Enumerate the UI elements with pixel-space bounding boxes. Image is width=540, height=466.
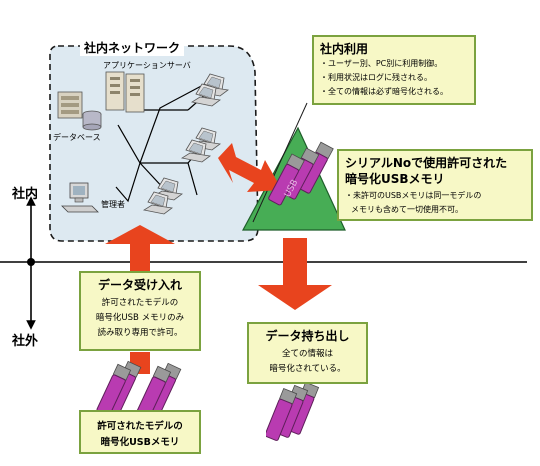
callout-pointer-line [252,102,308,223]
data-in-line: 許可されたモデルの [101,298,179,308]
admin-pc-icon [61,182,99,213]
permitted-model-callout: 許可されたモデルの 暗号化USBメモリ [79,410,201,454]
internal-use-item: ・利用状況はログに残される。 [320,73,432,82]
data-in-line: 読み取り専用で許可。 [97,328,183,338]
serial-usb-note-1: ・未許可のUSBメモリは同一モデルの [345,191,482,200]
data-in-line: 暗号化USB メモリのみ [95,313,185,323]
outside-label: 社外 [12,334,39,349]
serial-usb-title-2: 暗号化USBメモリ [345,172,445,186]
arrow-out [258,238,332,310]
serial-usb-note-2: メモリも含めて一切使用不可。 [351,205,463,214]
boundary-dot [27,258,35,266]
permitted-model-line: 暗号化USBメモリ [100,437,180,448]
database-icon [57,91,102,131]
data-in-title: データ受け入れ [97,278,182,292]
data-in-callout: データ受け入れ 許可されたモデルの 暗号化USB メモリのみ 読み取り専用で許可… [79,271,201,351]
serial-usb-title-1: シリアルNoで使用許可された [345,156,508,170]
encrypted-usb-stack-icon: USB [267,141,334,207]
data-out-line: 暗号化されている。 [269,364,346,374]
internal-use-title: 社内利用 [320,42,369,56]
application-server-icon [105,71,145,113]
internal-use-item: ・ユーザー別、PC別に利用制御。 [320,59,443,68]
arrow-in-upper [105,225,175,290]
internal-use-callout: 社内利用 ・ユーザー別、PC別に利用制御。 ・利用状況はログに残される。 ・全て… [312,35,476,105]
database-label: データベース [53,133,101,142]
admin-label: 管理者 [101,200,125,209]
data-out-line: 全ての情報は [281,349,333,359]
inside-label: 社内 [12,187,39,202]
usb-stick-icon [266,381,320,442]
network-title: 社内ネットワーク [80,39,185,56]
permitted-model-line: 許可されたモデルの [97,421,183,432]
app-server-label: アプリケーションサーバ [103,61,191,70]
serial-usb-callout: シリアルNoで使用許可された 暗号化USBメモリ ・未許可のUSBメモリは同一モ… [337,149,533,221]
internal-use-item: ・全ての情報は必ず暗号化される。 [320,87,448,96]
bidirectional-arrow [218,143,282,192]
data-out-callout: データ持ち出し 全ての情報は 暗号化されている。 [247,322,368,384]
data-out-title: データ持ち出し [265,329,350,343]
